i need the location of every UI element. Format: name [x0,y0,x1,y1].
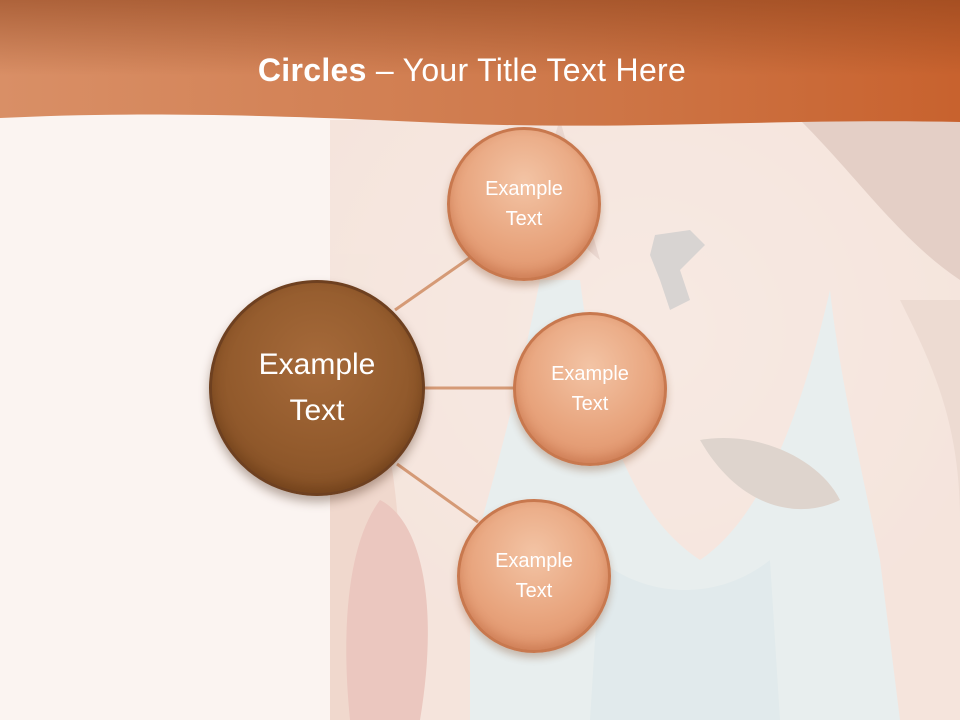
slide-title-rest: – Your Title Text Here [366,52,687,88]
outer-circle-label: Example Text [551,363,629,415]
slide-title: Circles – Your Title Text Here [0,52,944,89]
outer-circle-bottom: Example Text [457,499,611,653]
outer-circle-top: Example Text [447,127,601,281]
outer-circle-middle: Example Text [513,312,667,466]
center-circle-label: Example Text [258,348,376,427]
outer-circle-label: Example Text [495,550,573,602]
connector-line-top [394,250,479,312]
connector-line-bottom [396,462,479,524]
outer-circle-label: Example Text [485,178,563,230]
center-circle: Example Text [209,280,425,496]
slide-title-bold: Circles [257,52,367,88]
